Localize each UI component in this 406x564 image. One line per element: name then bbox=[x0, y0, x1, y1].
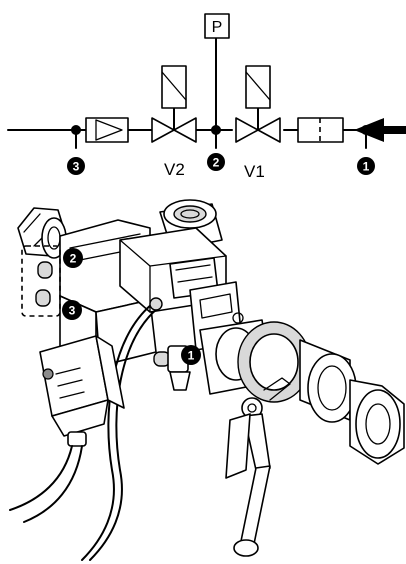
filter-symbol bbox=[297, 117, 344, 143]
pressure-label: P bbox=[212, 19, 223, 36]
valve-label-v2: V2 bbox=[164, 160, 185, 179]
ball-valve bbox=[199, 319, 357, 423]
test-point-1 bbox=[361, 125, 371, 149]
illustration-badge-3: 3 bbox=[62, 300, 82, 320]
schematic: P bbox=[7, 13, 406, 181]
test-nipple-3 bbox=[35, 289, 51, 307]
illustration-badge-1: 1 bbox=[181, 345, 201, 365]
svg-text:1: 1 bbox=[363, 160, 370, 174]
svg-text:3: 3 bbox=[73, 160, 80, 174]
valve-label-v1: V1 bbox=[244, 162, 265, 181]
valve-v1-symbol bbox=[235, 65, 281, 143]
svg-text:3: 3 bbox=[69, 304, 76, 318]
valve-illustration: 2 3 1 bbox=[9, 199, 405, 561]
valve-v2-symbol bbox=[151, 65, 197, 143]
test-nipple-2 bbox=[37, 261, 53, 279]
svg-text:2: 2 bbox=[70, 252, 77, 266]
schematic-badge-1: 1 bbox=[357, 157, 375, 175]
test-point-3 bbox=[71, 125, 81, 149]
schematic-badge-3: 3 bbox=[67, 157, 85, 175]
test-point-2 bbox=[211, 125, 221, 149]
lever-handle bbox=[225, 377, 291, 557]
gas-tube bbox=[81, 297, 163, 561]
plug-connector bbox=[9, 335, 125, 523]
flow-arrow bbox=[354, 118, 406, 142]
svg-text:2: 2 bbox=[213, 156, 220, 170]
inlet-nut bbox=[17, 207, 67, 259]
pressure-switch: P bbox=[204, 13, 230, 131]
svg-text:1: 1 bbox=[188, 349, 195, 363]
solenoid-v2 bbox=[161, 65, 187, 109]
solenoid-v1 bbox=[245, 65, 271, 109]
outlet-nut bbox=[349, 379, 405, 465]
illustration-badge-2: 2 bbox=[63, 248, 83, 268]
regulator-symbol bbox=[85, 117, 129, 143]
test-port-plate bbox=[21, 245, 61, 317]
schematic-badge-2: 2 bbox=[207, 153, 225, 171]
